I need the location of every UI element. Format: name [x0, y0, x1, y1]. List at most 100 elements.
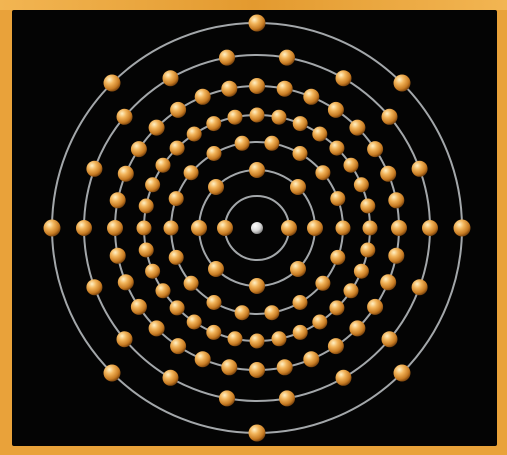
electron-shell-6: [382, 331, 398, 347]
electron-shell-5: [118, 274, 134, 290]
electron-shell-4: [228, 331, 243, 346]
electron-shell-5: [249, 362, 265, 378]
electron-shell-4: [156, 283, 171, 298]
electron-shell-5: [221, 359, 237, 375]
electron-shell-5: [328, 102, 344, 118]
electron-shell-5: [131, 299, 147, 315]
electron-shell-5: [277, 359, 293, 375]
electron-shell-5: [328, 338, 344, 354]
electron-shell-4: [344, 158, 359, 173]
electron-shell-6: [219, 50, 235, 66]
electron-shell-4: [312, 315, 327, 330]
electron-shell-2: [208, 261, 224, 277]
top-strip: [0, 0, 507, 10]
electron-shell-7: [454, 220, 471, 237]
electron-shell-5: [388, 192, 404, 208]
electron-shell-3: [235, 305, 250, 320]
electron-shell-5: [303, 351, 319, 367]
electron-shell-2: [290, 261, 306, 277]
electron-shell-1: [217, 220, 233, 236]
electron-shell-5: [170, 102, 186, 118]
electron-shell-3: [184, 165, 199, 180]
electron-shell-5: [195, 89, 211, 105]
electron-shell-4: [360, 199, 375, 214]
atom-diagram: [12, 10, 497, 446]
electron-shell-7: [394, 365, 411, 382]
electron-shell-4: [354, 177, 369, 192]
electron-shell-4: [170, 300, 185, 315]
electron-shell-6: [219, 390, 235, 406]
electron-shell-7: [44, 220, 61, 237]
electron-shell-5: [170, 338, 186, 354]
electron-shell-7: [104, 75, 121, 92]
electron-shell-4: [156, 158, 171, 173]
electron-shell-5: [277, 81, 293, 97]
electron-shell-4: [206, 325, 221, 340]
electron-shell-2: [249, 278, 265, 294]
electron-shell-2: [191, 220, 207, 236]
electron-shell-4: [145, 177, 160, 192]
electron-shell-6: [279, 390, 295, 406]
electron-shell-4: [312, 127, 327, 142]
electron-shell-4: [329, 300, 344, 315]
electron-shell-1: [281, 220, 297, 236]
electron-shell-3: [264, 305, 279, 320]
electron-shell-4: [145, 264, 160, 279]
electron-shell-6: [163, 370, 179, 386]
electron-shell-7: [394, 75, 411, 92]
electron-shell-4: [272, 110, 287, 125]
electron-shell-3: [207, 146, 222, 161]
electron-shell-2: [307, 220, 323, 236]
electron-shell-3: [235, 136, 250, 151]
electron-shell-4: [170, 141, 185, 156]
electron-shell-2: [290, 179, 306, 195]
electron-shell-4: [187, 127, 202, 142]
electron-shell-3: [264, 136, 279, 151]
electron-shell-6: [163, 70, 179, 86]
electron-shell-7: [249, 425, 266, 442]
electron-shell-4: [344, 283, 359, 298]
electron-shell-5: [110, 248, 126, 264]
electron-shell-4: [354, 264, 369, 279]
electron-shell-5: [195, 351, 211, 367]
electron-shell-5: [118, 166, 134, 182]
electron-shell-3: [330, 250, 345, 265]
electron-shell-5: [149, 120, 165, 136]
electron-shell-5: [349, 120, 365, 136]
electron-shell-4: [206, 116, 221, 131]
diagram-panel: [12, 10, 497, 446]
electron-shell-3: [169, 250, 184, 265]
electron-shell-6: [86, 279, 102, 295]
electron-shell-6: [412, 279, 428, 295]
electron-shell-4: [139, 199, 154, 214]
electron-shell-6: [86, 161, 102, 177]
electron-shell-4: [293, 116, 308, 131]
electron-shell-3: [164, 221, 179, 236]
electron-shell-5: [110, 192, 126, 208]
electron-shell-5: [388, 248, 404, 264]
electron-shell-3: [315, 165, 330, 180]
electron-shell-6: [117, 331, 133, 347]
electron-shell-5: [303, 89, 319, 105]
electron-shell-4: [137, 221, 152, 236]
electron-shell-6: [336, 370, 352, 386]
electron-shell-7: [249, 15, 266, 32]
electron-shell-6: [279, 50, 295, 66]
electron-shell-5: [149, 320, 165, 336]
electron-shell-4: [250, 334, 265, 349]
electron-shell-5: [249, 78, 265, 94]
electron-shell-4: [139, 243, 154, 258]
electron-shell-3: [293, 295, 308, 310]
electron-shell-4: [272, 331, 287, 346]
electron-shell-6: [382, 109, 398, 125]
electron-shell-4: [329, 141, 344, 156]
electron-shell-5: [367, 299, 383, 315]
electron-shell-4: [293, 325, 308, 340]
electron-shell-2: [208, 179, 224, 195]
electron-shell-3: [169, 191, 184, 206]
electron-shell-5: [391, 220, 407, 236]
electron-shell-3: [336, 221, 351, 236]
electron-shell-6: [117, 109, 133, 125]
electron-shell-4: [360, 243, 375, 258]
